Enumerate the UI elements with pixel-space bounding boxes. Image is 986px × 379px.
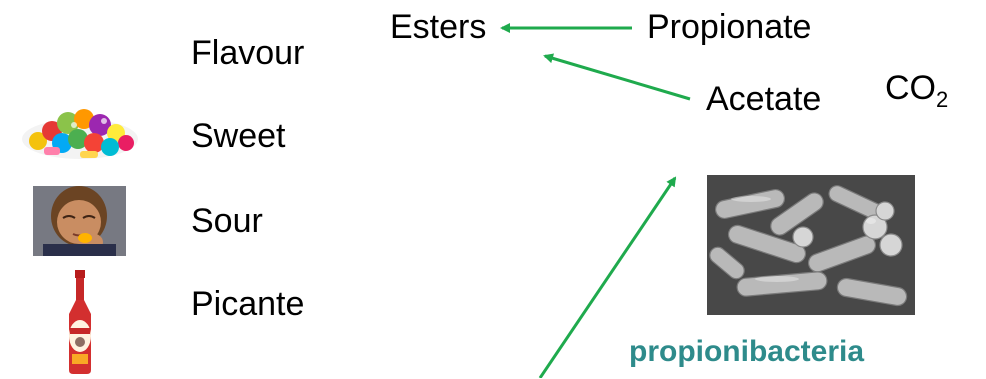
co2-subscript: 2	[936, 87, 949, 112]
flavour-label: Flavour	[191, 34, 305, 72]
co2-label: CO2	[885, 68, 948, 120]
picante-label: Picante	[191, 285, 305, 323]
arrow-to-bacteria	[538, 176, 677, 378]
bacteria-label: propionibacteria	[629, 335, 865, 368]
hot-sauce-bottle-icon	[61, 270, 99, 374]
bacteria-micrograph-image	[707, 175, 915, 315]
co2-base: CO	[885, 69, 936, 107]
child-tasting-sour-icon	[33, 186, 126, 256]
sour-label: Sour	[191, 202, 263, 240]
sweet-label: Sweet	[191, 117, 286, 155]
arrow-acetate-to-esters	[543, 53, 691, 101]
propionate-label: Propionate	[647, 8, 812, 46]
esters-label: Esters	[390, 8, 487, 46]
candy-icon	[18, 103, 142, 163]
acetate-label: Acetate	[706, 80, 822, 118]
